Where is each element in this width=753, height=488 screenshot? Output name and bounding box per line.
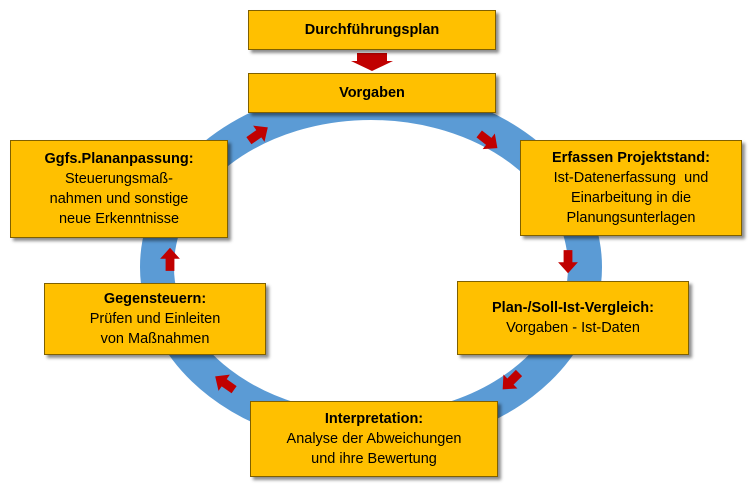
box-line: Ist-Datenerfassung und: [553, 170, 709, 186]
box-plananpassung: Ggfs.Plananpassung: Steuerungsmaß- nahme…: [10, 140, 228, 238]
box-title: Durchführungsplan: [304, 22, 440, 38]
arrow-gegensteuern-to-anpassung: [160, 247, 180, 271]
box-line: Vorgaben - Ist-Daten: [506, 320, 640, 336]
box-gegensteuern: Gegensteuern: Prüfen und Einleiten von M…: [44, 283, 266, 355]
box-line: Steuerungsmaß-: [65, 171, 173, 187]
arrow-plan-to-vorgaben: [351, 53, 393, 71]
box-title: Erfassen Projektstand:: [552, 150, 710, 166]
box-line: Einarbeitung in die: [570, 190, 692, 206]
box-title: Plan-/Soll-Ist-Vergleich:: [492, 300, 654, 316]
box-durchfuehrungsplan: Durchführungsplan: [248, 10, 496, 50]
box-interpretation: Interpretation: Analyse der Abweichungen…: [250, 401, 498, 477]
box-title: Gegensteuern:: [103, 291, 207, 307]
box-title: Ggfs.Plananpassung:: [44, 151, 194, 167]
box-title: Vorgaben: [339, 85, 405, 101]
box-title: Interpretation:: [324, 411, 424, 427]
box-line: Analyse der Abweichungen: [286, 431, 462, 447]
box-line: und ihre Bewertung: [311, 451, 437, 467]
box-vorgaben: Vorgaben: [248, 73, 496, 113]
box-plan-soll-ist-vergleich: Plan-/Soll-Ist-Vergleich: Vorgaben - Ist…: [457, 281, 689, 355]
arrow-vergleich-to-interpretation: [502, 369, 523, 390]
box-line: neue Erkenntnisse: [58, 211, 180, 227]
box-line: von Maßnahmen: [100, 331, 210, 347]
arrow-interpretation-to-gegensteuern: [215, 374, 237, 394]
arrow-anpassung-to-vorgaben: [246, 125, 268, 145]
arrow-vorgaben-to-erfassen: [476, 130, 498, 150]
box-line: Planungsunterlagen: [566, 210, 696, 226]
box-erfassen-projektstand: Erfassen Projektstand: Ist-Datenerfassun…: [520, 140, 742, 236]
arrow-erfassen-to-vergleich: [558, 250, 578, 274]
box-line: nahmen und sonstige: [49, 191, 189, 207]
box-line: Prüfen und Einleiten: [89, 311, 221, 327]
